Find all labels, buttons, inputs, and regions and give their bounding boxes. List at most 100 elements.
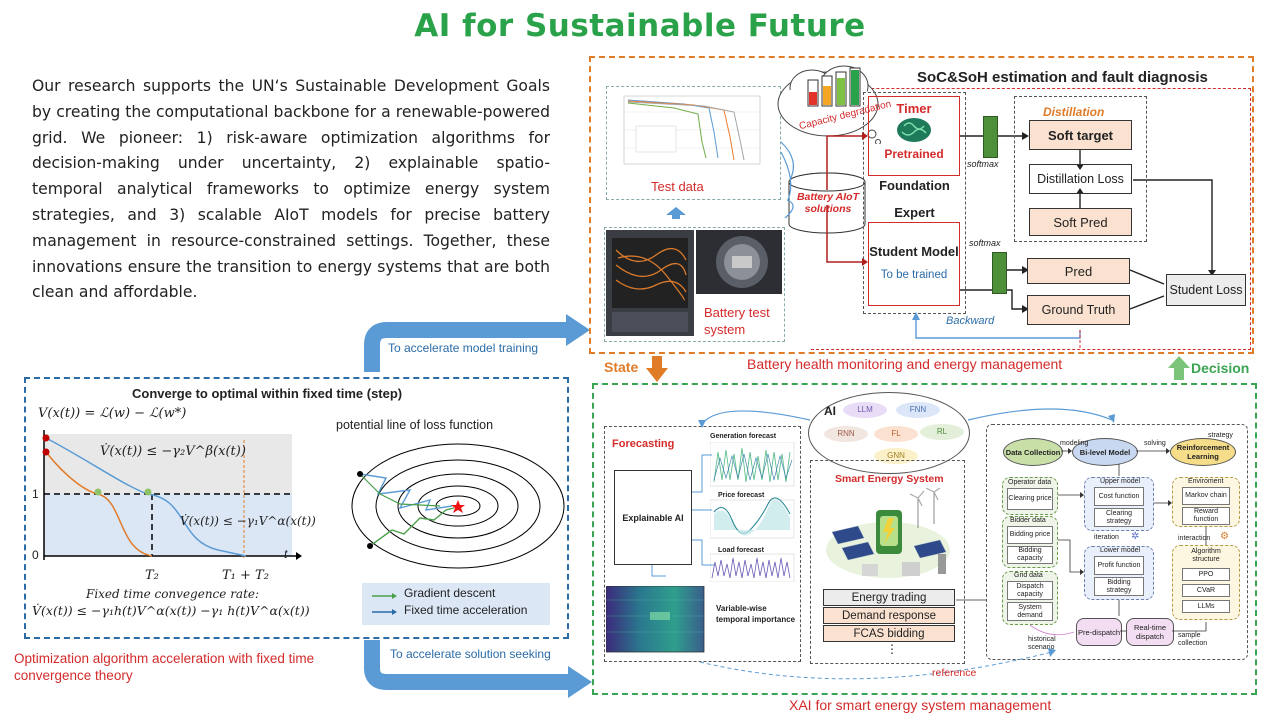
potential-line-label: potential line of loss function [336,418,494,432]
convergence-plot [42,430,302,560]
variable-wise-label: Variable-wise temporal importance [716,604,796,624]
softmax-bar-student [992,252,1007,294]
pre-dispatch-node: Pre-dispatch [1076,618,1122,646]
timer-box: Timer Pretrained [868,96,960,176]
bilevel-model-node: Bi-level Model [1072,438,1138,466]
iteration-label: iteration [1094,534,1119,541]
test-data-plot [623,95,761,165]
profit-function-cell: Profit function [1094,556,1144,575]
accelerate-solution-label: To accelerate solution seeking [390,647,551,661]
dispatch-capacity-cell: Dispatch capacity [1007,581,1053,600]
temporal-importance-heatmap [606,586,705,653]
ai-label: AI [824,404,836,418]
timer-label: Timer [896,101,932,116]
cost-function-cell: Cost function [1094,487,1144,506]
reinforcement-learning-node: Reinforcement Learning [1170,438,1236,466]
soft-pred-box: Soft Pred [1029,208,1132,236]
test-data-box [606,86,781,200]
interaction-icon: ⚙ [1220,531,1229,542]
distillation-box [1014,96,1147,242]
y-tick-one: 1 [32,487,39,501]
service-energy-trading: Energy trading [823,589,955,606]
data-collection-node: Data Collection [1003,438,1063,466]
load-forecast-label: Load forecast [718,547,764,554]
sample-collection-label: sample collection [1178,632,1208,647]
legend-fixed-time: Fixed time acceleration [404,603,528,617]
operator-data-label: Operator data [1008,479,1052,486]
battery-test-system-label: Battery test system [704,305,770,337]
system-demand-cell: System demand [1007,602,1053,621]
rate-equation: V̇(x(t)) ≤ −γ₁h(t)V^α(x(t)) −γ₁ h(t)V^α(… [32,603,310,618]
distillation-frame [811,88,1251,350]
xai-section [592,383,1257,695]
reference-label: reference [932,667,977,679]
up-arrow-icon [666,207,686,219]
capacity-degradation-cloud [777,65,881,144]
battery-chamber-photo [696,230,782,294]
legend-swatches [372,593,397,615]
distillation-label: Distillation [1043,105,1105,119]
student-model-label: Student Model [869,244,959,259]
legend-gradient-descent: Gradient descent [404,586,496,600]
bidding-price-cell: Bidding price [1007,526,1053,544]
softmax-bar-teacher [983,116,998,158]
decision-label: Decision [1191,360,1250,376]
intro-paragraph: Our research supports the UN‘s Sustainab… [32,77,550,302]
price-forecast-label: Price forecast [718,492,765,499]
battery-cabinet-photo [606,230,694,336]
softmax-label-2: softmax [969,238,1001,248]
modeling-label: modeling [1060,440,1089,447]
bidding-capacity-cell: Bidding capacity [1007,546,1053,564]
smart-energy-illustration [826,488,950,578]
ai-rl: RL [920,424,964,440]
student-loss-box: Student Loss [1166,274,1246,306]
ai-fl: FL [874,426,918,442]
y-tick-zero: 0 [32,548,39,562]
eq-v: V(x(t)) = ℒ(w) − ℒ(w*) [38,406,187,421]
forecasting-label: Forecasting [612,438,675,450]
realtime-dispatch-node: Real-time dispatch [1126,618,1174,646]
environment-label: Enviroment [1188,478,1224,485]
pred-box: Pred [1027,258,1130,284]
student-model-box: Student Model To be trained [868,222,960,306]
state-label: State [604,359,639,375]
strategy-label: strategy [1208,432,1233,439]
solving-label: solving [1144,440,1166,447]
expert-label: Expert [894,205,935,220]
t1t2-label: T₁ + T₂ [222,568,269,583]
battery-caption: Battery health monitoring and energy man… [747,356,1063,372]
gen-forecast-label: Generation forecast [710,433,777,440]
optimization-heading: Converge to optimal within fixed time (s… [132,386,403,401]
t-axis-label: t [284,547,288,561]
interaction-label: interaction [1178,535,1211,542]
upper-model-label: Upper model [1100,478,1141,485]
forecast-charts [710,442,795,582]
softmax-label-1: softmax [967,159,999,169]
grid-data-label: Grid data [1014,572,1043,579]
market-model-panel [986,424,1248,660]
eq-alpha: V̇(x(t)) ≤ −γ₁V^α(x(t)) [180,514,316,528]
optimization-section [24,377,569,639]
clearing-price-cell: Clearing price [1007,488,1053,510]
loss-contour-plot [351,443,565,569]
ground-truth-box: Ground Truth [1027,295,1130,325]
eq-beta: V̇(x(t)) ≤ −γ₂V^β(x(t)) [100,444,246,459]
service-fcas-bidding: FCAS bidding [823,625,955,642]
model-column [863,92,966,314]
t2-label: T₂ [145,568,159,583]
markov-chain-cell: Markov chain [1182,487,1230,505]
iteration-icon: ✲ [1131,531,1140,542]
accelerate-training-label: To accelerate model training [388,341,539,355]
smart-energy-label: Smart Energy System [835,473,944,485]
battery-heading: SoC&SoH estimation and fault diagnosis [917,69,1208,86]
lower-model-label: Lower model [1100,547,1141,554]
xai-caption: XAI for smart energy system management [789,697,1052,713]
ai-llm: LLM [843,402,887,418]
rate-title: Fixed time convegence rate: [86,587,260,601]
smart-energy-panel [810,460,965,664]
aiot-solutions-label: Battery AIoT solutions [796,191,860,215]
